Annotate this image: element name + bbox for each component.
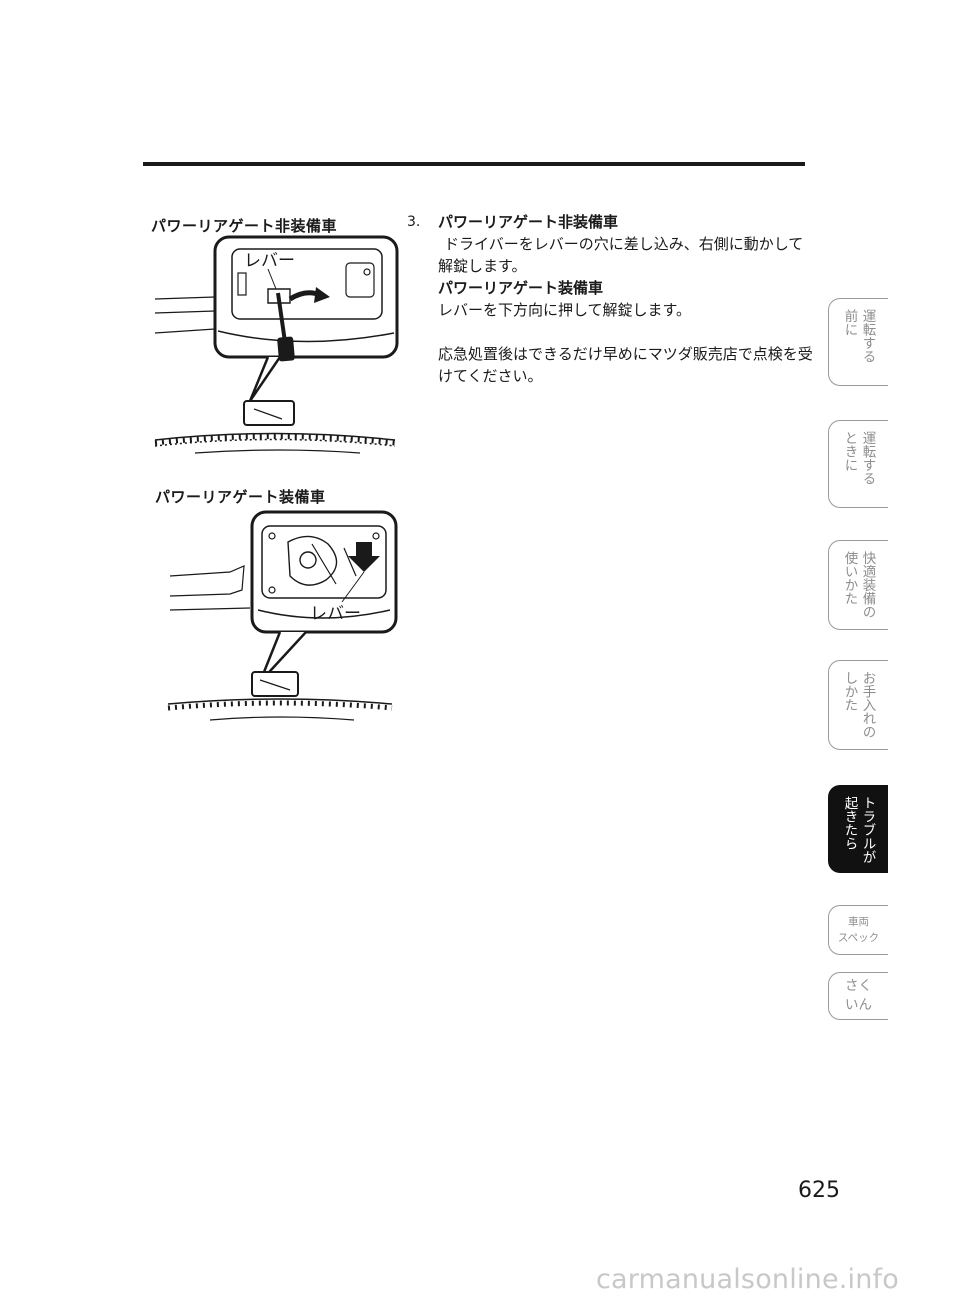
step-heading: パワーリアゲート非装備車 <box>438 213 619 231</box>
tab-comfort-equipment[interactable]: 快適装備の 使いかた <box>828 540 888 630</box>
figure2-caption: パワーリアゲート装備車 <box>155 488 326 506</box>
step-subheading: パワーリアゲート装備車 <box>438 279 604 297</box>
figure1-caption: パワーリアゲート非装備車 <box>151 217 338 235</box>
figure1-illustration: レバー <box>150 233 400 458</box>
tab-index[interactable]: さく いん <box>828 972 888 1020</box>
page-number: 625 <box>798 1178 840 1203</box>
figure2-illustration: レバー <box>150 506 400 728</box>
tab-troubleshooting[interactable]: トラブルが 起きたら <box>828 785 888 873</box>
figure1-lever-label: レバー <box>244 251 295 271</box>
figure2-lever-label: レバー <box>310 604 361 624</box>
tab-specifications[interactable]: 車両 スペック <box>828 905 888 955</box>
step-number: 3. <box>407 214 421 230</box>
watermark: carmanualsonline.info <box>596 1264 899 1295</box>
step-text-2: レバーを下方向に押して解錠します。 <box>438 301 692 319</box>
tab-while-driving[interactable]: 運転する ときに <box>828 420 888 508</box>
step-text-1: ドライバーをレバーの穴に差し込み、右側に動かして解錠します。 <box>438 235 804 275</box>
step-note: 応急処置後はできるだけ早めにマツダ販売店で点検を受けてください。 <box>438 345 813 385</box>
tab-maintenance[interactable]: お手入れの しかた <box>828 660 888 750</box>
header-rule <box>143 162 805 166</box>
tab-before-driving[interactable]: 運転する 前に <box>828 298 888 386</box>
